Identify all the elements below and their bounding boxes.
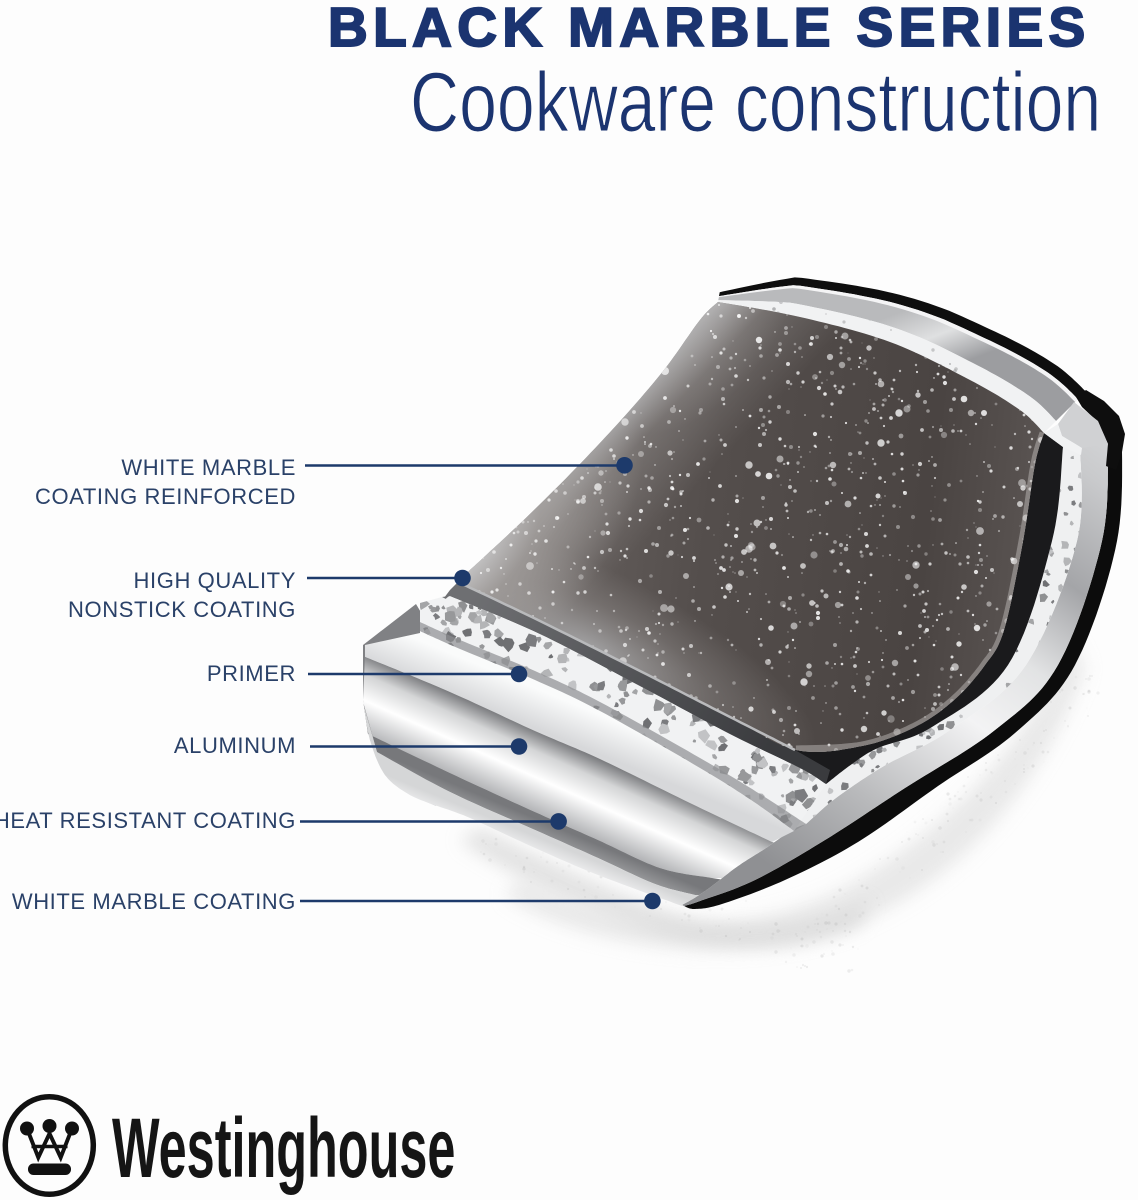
svg-text:Westinghouse: Westinghouse [112, 1101, 455, 1196]
